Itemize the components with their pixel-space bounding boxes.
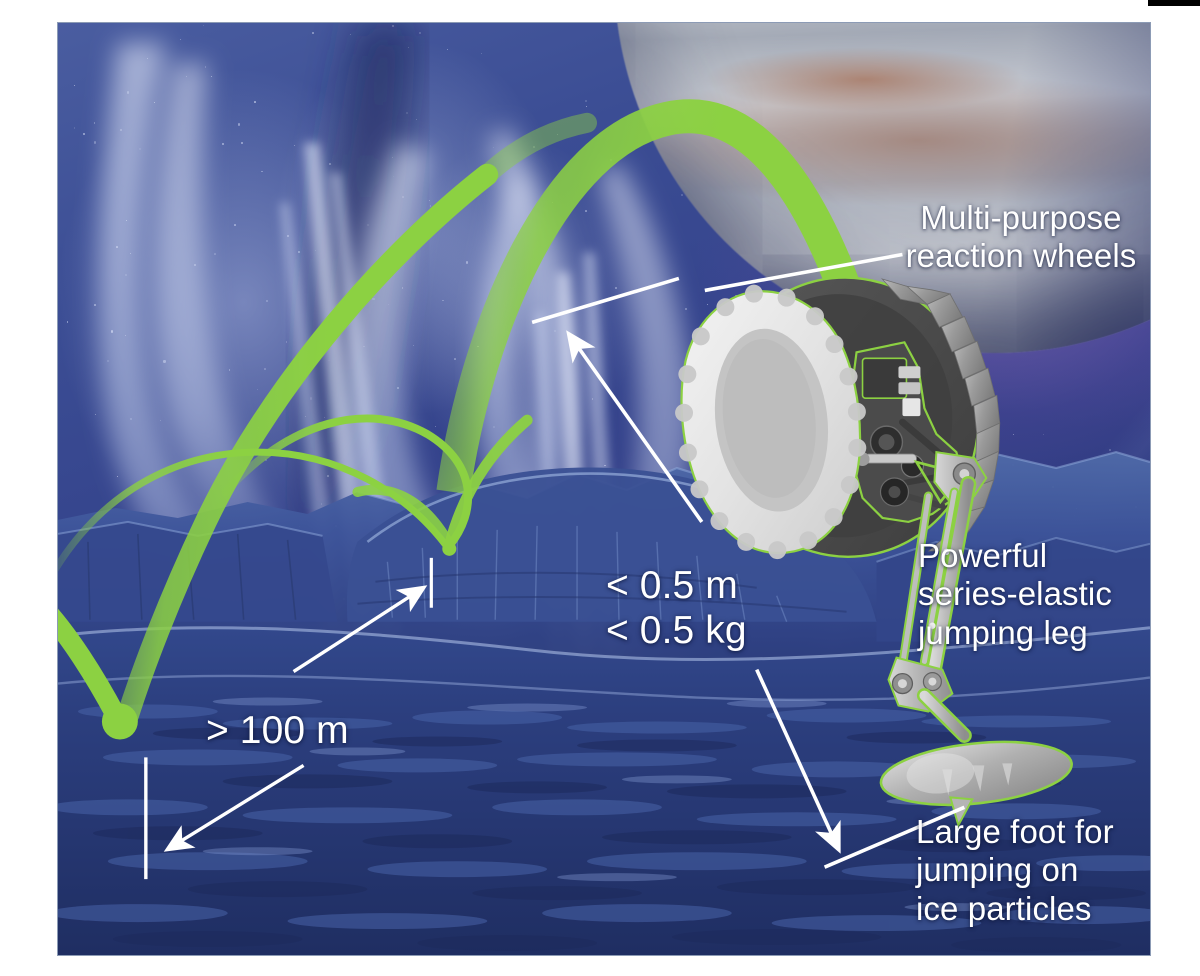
star — [234, 224, 236, 226]
star — [585, 210, 587, 212]
leg-assembly — [887, 476, 977, 743]
leader-size — [566, 330, 704, 523]
star — [261, 171, 263, 173]
trajectory-arc-middle-out — [443, 414, 533, 552]
star — [94, 304, 97, 306]
star — [160, 420, 162, 421]
star — [93, 122, 96, 124]
star — [435, 425, 437, 428]
trajectory-arc-main-descend — [116, 163, 499, 727]
star — [685, 308, 688, 311]
robot-body — [847, 341, 988, 524]
star — [74, 127, 76, 129]
star — [179, 39, 181, 41]
star — [557, 133, 559, 135]
star — [257, 388, 258, 390]
leader-large-foot — [823, 805, 966, 869]
star — [312, 32, 315, 35]
star — [428, 199, 431, 202]
trajectory-arc-middle-thick — [352, 484, 455, 549]
ice-striations-dark — [92, 727, 1147, 954]
star — [254, 101, 256, 103]
landing-point-middle — [442, 541, 457, 556]
label-jumping-leg: Powerful series-elastic jumping leg — [918, 537, 1112, 651]
label-reaction-wheels: Multi-purpose reaction wheels — [905, 199, 1137, 275]
trajectory-arc-main-left-leg — [58, 608, 126, 726]
leader-reaction-wheels — [704, 252, 903, 293]
illustration-figure: Multi-purpose reaction wheels Powerful s… — [57, 22, 1151, 956]
star — [237, 123, 240, 126]
label-large-foot: Large foot for jumping on ice particles — [916, 813, 1114, 927]
star — [285, 341, 288, 343]
star — [532, 146, 535, 149]
star — [585, 100, 587, 102]
foreground-ice-plain — [58, 626, 1150, 955]
star — [465, 261, 469, 264]
landing-point-left — [101, 703, 138, 740]
star — [329, 163, 331, 165]
star — [74, 85, 75, 86]
label-jump-distance: > 100 m — [206, 709, 349, 752]
star — [293, 144, 296, 147]
star — [442, 299, 445, 302]
star — [265, 458, 268, 461]
star — [264, 368, 267, 370]
star — [229, 369, 231, 371]
star — [1042, 433, 1045, 436]
star — [94, 141, 97, 144]
annotation-leader-lines — [144, 252, 966, 880]
icy-terrain — [58, 450, 1150, 955]
star — [415, 118, 417, 120]
dimension-line-size — [531, 276, 680, 325]
star — [350, 34, 352, 36]
star — [202, 25, 204, 27]
star — [481, 53, 483, 55]
reaction-wheel-front — [675, 284, 867, 560]
star — [615, 287, 617, 289]
star — [1108, 448, 1111, 452]
ice-highlights — [202, 697, 1009, 912]
foot-grousers — [942, 763, 1013, 796]
leader-landing-middle — [292, 585, 428, 674]
jumping-robot — [675, 276, 1073, 828]
star — [446, 49, 449, 51]
leader-mass-to-ground — [755, 668, 841, 854]
foot — [879, 740, 1073, 828]
star — [298, 251, 300, 253]
star — [706, 303, 708, 305]
trajectory-arc-main-tail — [477, 112, 598, 185]
star — [66, 321, 69, 323]
leader-jump-distance — [163, 763, 305, 852]
star — [585, 105, 587, 107]
label-size-and-mass: < 0.5 m < 0.5 kg — [606, 564, 747, 653]
star — [241, 141, 244, 144]
star — [419, 31, 422, 35]
star — [95, 414, 96, 415]
star — [210, 75, 212, 77]
star — [116, 475, 118, 477]
star — [453, 357, 456, 360]
star — [82, 132, 86, 136]
star — [412, 345, 414, 347]
star — [214, 253, 217, 255]
top-black-bar — [1148, 0, 1200, 6]
star — [222, 143, 225, 146]
star — [429, 205, 432, 207]
star — [1013, 433, 1015, 435]
star — [680, 194, 683, 197]
star — [266, 299, 269, 302]
